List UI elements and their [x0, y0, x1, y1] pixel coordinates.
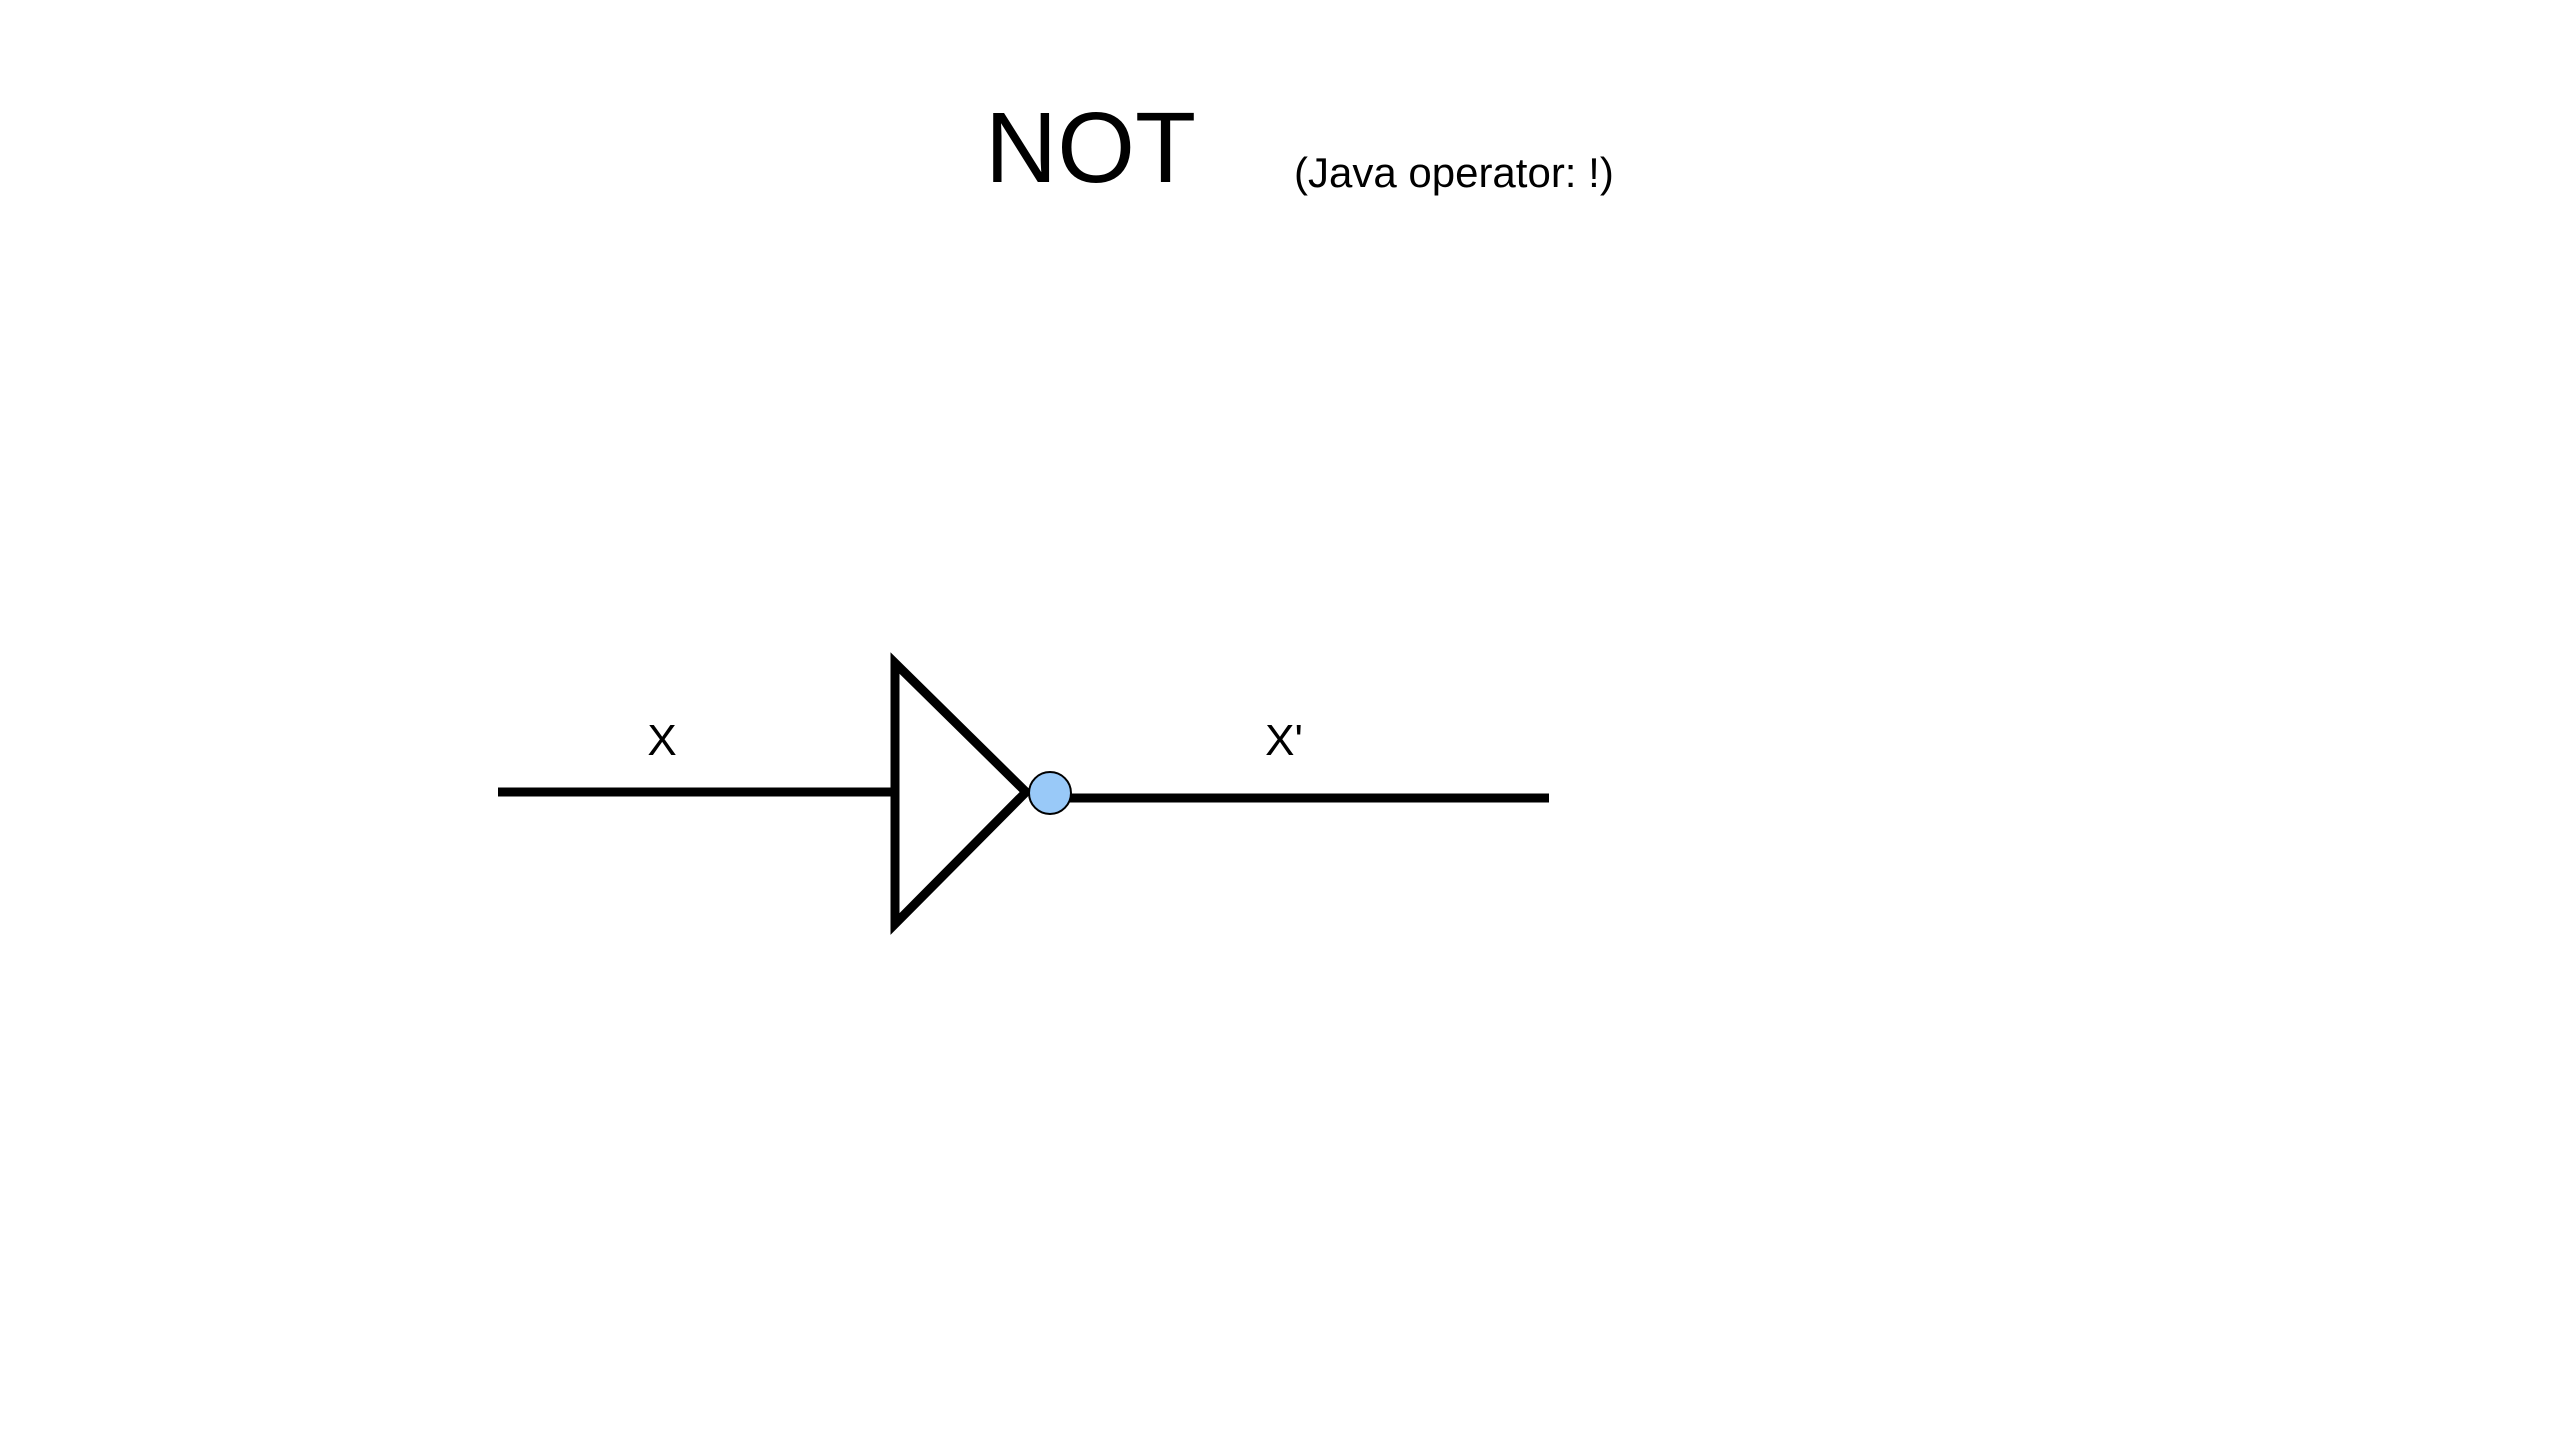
output-label: X'	[1265, 716, 1303, 765]
inversion-bubble	[1028, 771, 1072, 815]
input-label: X	[647, 716, 676, 765]
slide-title: NOT	[985, 92, 1197, 204]
java-operator-note: (Java operator: !)	[1294, 149, 1614, 196]
not-gate-triangle	[890, 652, 1033, 935]
